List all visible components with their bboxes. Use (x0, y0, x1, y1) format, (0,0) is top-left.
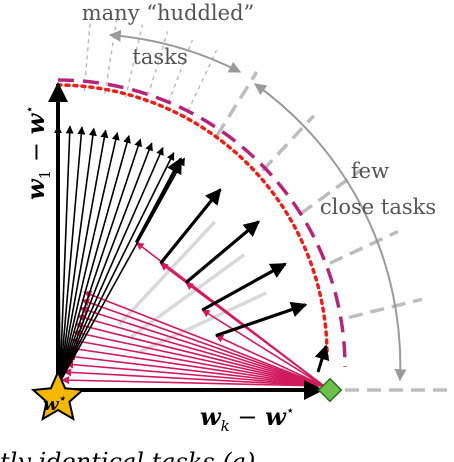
huddled-task-arrow (59, 157, 186, 383)
close-range-arrow (254, 83, 407, 382)
x-axis-label: wk − w⋆ (200, 402, 295, 435)
red-dotted-arc (56, 83, 329, 358)
close-task-arrow (184, 220, 260, 284)
gray-guide-line (261, 114, 316, 172)
huddled-task-arrow (59, 134, 131, 383)
huddled-task-arrow (59, 142, 153, 383)
gray-guide-line (215, 71, 259, 137)
huddled-label-line1: many “huddled” (82, 1, 255, 25)
pink-arrow (73, 329, 325, 387)
star-label: w⋆ (43, 392, 67, 415)
pink-arrow (65, 360, 325, 387)
huddled-range-arrow (108, 29, 242, 73)
pink-arrow (81, 298, 325, 387)
caption-fragment: tly identical tasks (a) (0, 448, 255, 462)
close-task-arrow (314, 344, 330, 373)
gray-guide-line (329, 229, 399, 265)
pink-arrow (61, 376, 325, 387)
huddled-task-arrow (59, 125, 74, 383)
optimum-star-icon (30, 369, 86, 422)
huddled-task-arrow (59, 138, 142, 383)
close-label-line1: few (351, 159, 389, 183)
huddled-label-line2: tasks (132, 45, 187, 69)
pink-arrow (63, 368, 325, 387)
gray-guide-line (184, 49, 218, 119)
huddled-task-arrow (59, 127, 97, 383)
huddled-task-arrow (59, 152, 175, 383)
inner-gray-guide-line (118, 220, 217, 326)
close-task-arrow (134, 157, 183, 244)
huddled-task-arrow (59, 131, 120, 383)
gray-guide-line (348, 297, 423, 320)
gray-guide-line (104, 19, 118, 94)
y-axis-label: w1 − w⋆ (21, 105, 54, 200)
inner-gray-guide-line (138, 291, 268, 354)
close-task-arrow (159, 188, 222, 265)
huddled-task-arrow (59, 126, 86, 383)
huddled-task-arrow (59, 146, 164, 383)
close-label-line2: close tasks (320, 195, 436, 219)
task-diamond-marker (317, 377, 343, 403)
huddled-task-arrow (59, 129, 109, 383)
